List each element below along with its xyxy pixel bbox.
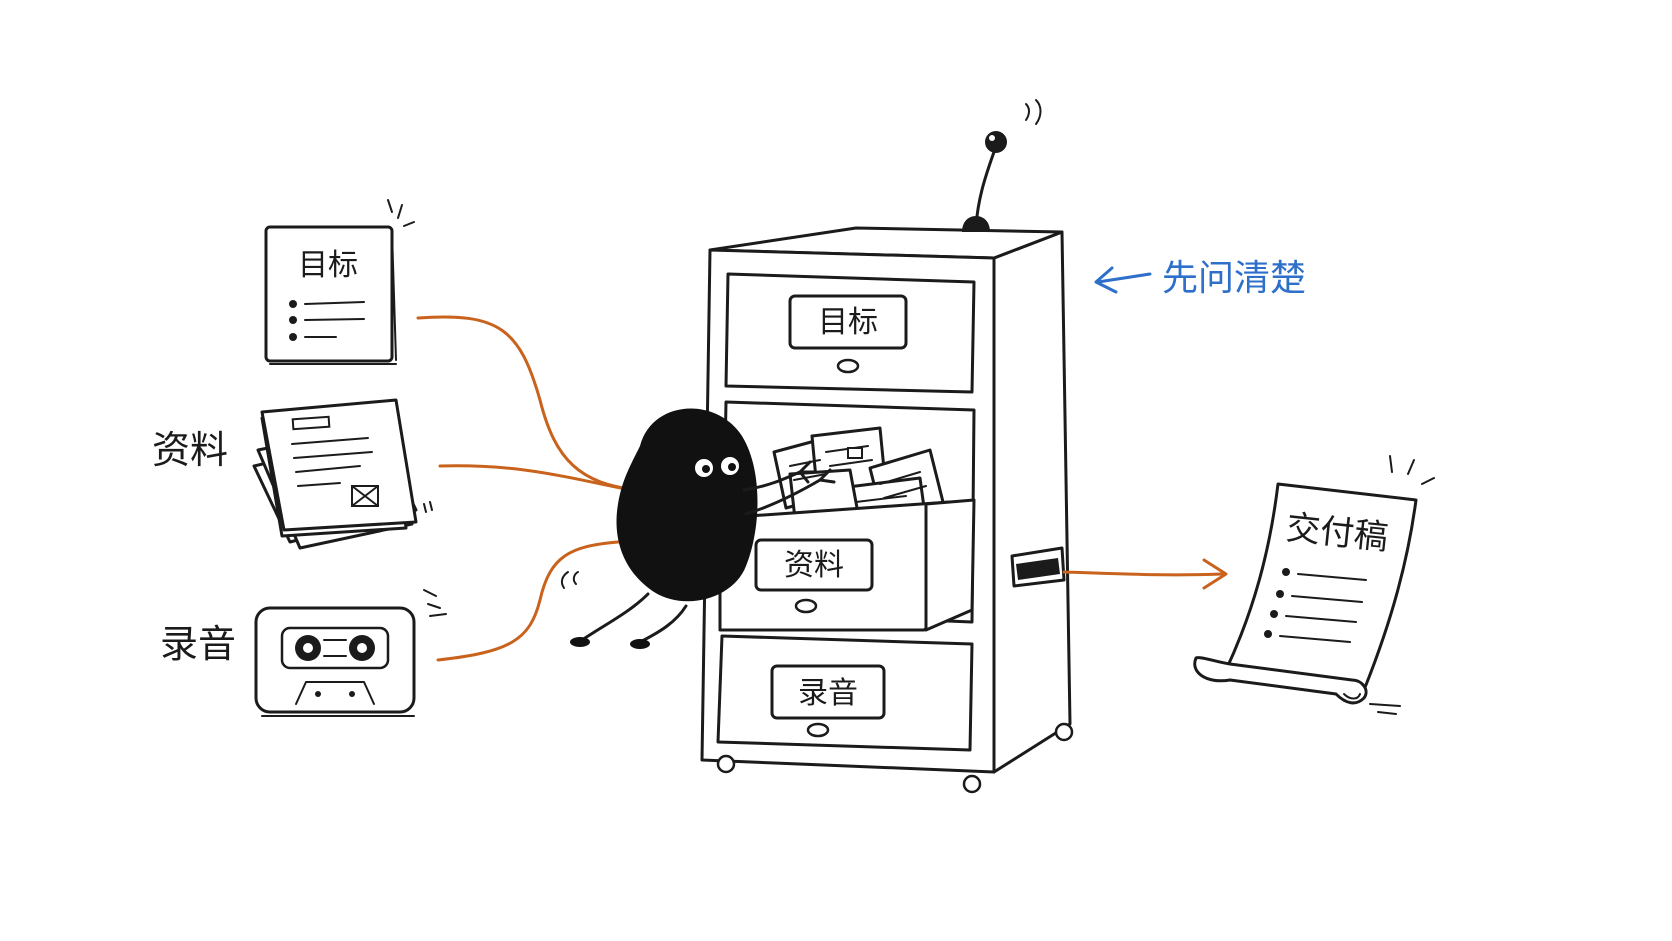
flow-line-goal bbox=[416, 315, 640, 492]
flow-line-output bbox=[1062, 570, 1224, 577]
blob-character bbox=[560, 408, 836, 649]
antenna-icon bbox=[962, 99, 1042, 232]
bullet-icon bbox=[289, 333, 297, 341]
flow-line-materials bbox=[438, 464, 642, 494]
emphasis-marks-icon bbox=[387, 199, 415, 227]
arrow-right-icon bbox=[1202, 558, 1228, 590]
flow-line-recording bbox=[436, 540, 620, 662]
goal-document-label: 目标 bbox=[298, 248, 358, 283]
note-text: 先问清楚 bbox=[1162, 258, 1306, 299]
materials-stack: 资料 bbox=[152, 398, 433, 550]
bullet-icon bbox=[289, 300, 297, 308]
deliverable-scroll: 交付稿 bbox=[1193, 455, 1435, 715]
bullet-icon bbox=[1270, 610, 1278, 618]
cassette-reel-icon bbox=[295, 635, 375, 661]
arrow-left-icon bbox=[1094, 266, 1152, 294]
drawer-top-label: 目标 bbox=[818, 305, 878, 340]
emphasis-marks-icon bbox=[1389, 455, 1435, 485]
drawer-handle-icon bbox=[806, 722, 830, 738]
recording-label: 录音 bbox=[160, 622, 236, 666]
sound-marks-icon bbox=[423, 589, 447, 617]
bullet-icon bbox=[289, 316, 297, 324]
drawer-middle-label-plate bbox=[754, 538, 874, 592]
drawer-middle-label: 资料 bbox=[784, 548, 844, 583]
drawer-bottom-label-plate bbox=[770, 664, 886, 720]
recording-cassette: 录音 bbox=[160, 589, 447, 717]
filing-cabinet: 目标 资料 录音 bbox=[700, 99, 1074, 794]
bullet-icon bbox=[1264, 630, 1272, 638]
bullet-icon bbox=[1282, 568, 1290, 576]
drawer-handle-icon bbox=[836, 358, 860, 374]
goal-document: 目标 bbox=[264, 199, 415, 365]
drawer-top-label-plate bbox=[788, 294, 908, 350]
drawer-handle-icon bbox=[794, 598, 818, 614]
note-callout: 先问清楚 bbox=[1094, 258, 1306, 299]
envelope-icon bbox=[351, 485, 379, 507]
bullet-icon bbox=[1276, 590, 1284, 598]
materials-label: 资料 bbox=[152, 428, 228, 472]
drawer-bottom-label: 录音 bbox=[798, 676, 858, 711]
